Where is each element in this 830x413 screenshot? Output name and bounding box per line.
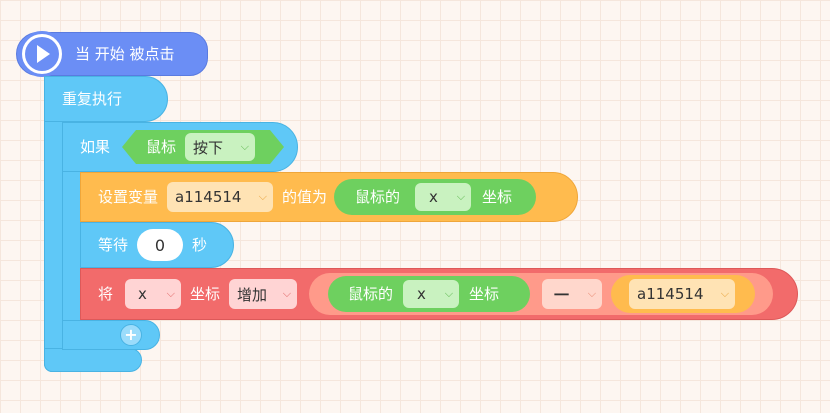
event-hat-label: 当 开始 被点击 <box>75 45 175 63</box>
target-axis-value: x <box>138 285 147 303</box>
chevron-down-icon: ⌵ <box>444 287 454 300</box>
variable-dropdown[interactable]: a114514 ⌵ <box>167 182 274 212</box>
operation-value: 增加 <box>237 285 268 304</box>
target-coordinate-label: 坐标 <box>190 284 221 303</box>
repeat-label: 重复执行 <box>62 90 123 108</box>
variable-reporter-value: a114514 <box>637 285 704 303</box>
mouse-coordinate-reporter-2[interactable]: 鼠标的 x ⌵ 坐标 <box>328 276 531 312</box>
chevron-down-icon: ⌵ <box>720 287 730 300</box>
operation-dropdown[interactable]: 增加 ⌵ <box>229 279 298 309</box>
wait-label: 等待 <box>98 235 129 254</box>
repeat-block-footer <box>44 348 142 372</box>
target-axis-dropdown[interactable]: x ⌵ <box>125 279 182 309</box>
axis-dropdown-value: x <box>429 188 438 206</box>
axis-dropdown[interactable]: x ⌵ <box>415 183 472 211</box>
mouse-pressed-condition[interactable]: 鼠标 按下 ⌵ <box>122 130 284 164</box>
wait-block[interactable]: 等待 0 秒 <box>80 222 234 268</box>
chevron-down-icon: ⌵ <box>456 190 466 203</box>
if-block-footer <box>62 320 160 350</box>
variable-reporter-dropdown[interactable]: a114514 ⌵ <box>629 279 736 309</box>
variable-dropdown-value: a114514 <box>175 188 242 206</box>
repeat-block-header[interactable] <box>44 76 168 122</box>
operator-dropdown[interactable]: 一 ⌵ <box>542 279 603 309</box>
add-block-button[interactable]: + <box>120 324 142 346</box>
seconds-label: 秒 <box>192 235 208 254</box>
set-variable-block[interactable]: 设置变量 a114514 ⌵ 的值为 鼠标的 x ⌵ 坐标 <box>80 172 578 222</box>
axis-dropdown-2[interactable]: x ⌵ <box>403 280 460 308</box>
wait-seconds-input[interactable]: 0 <box>137 229 184 261</box>
chevron-down-icon: ⌵ <box>258 190 268 203</box>
play-button[interactable] <box>19 31 65 77</box>
operator-value: 一 <box>554 285 570 304</box>
coordinate-label-2: 坐标 <box>469 284 500 303</box>
coordinate-label: 坐标 <box>482 187 513 206</box>
mouse-of-label-2: 鼠标的 <box>348 284 394 303</box>
axis-dropdown-value-2: x <box>417 285 426 303</box>
play-icon <box>25 37 59 71</box>
if-label: 如果 <box>80 138 111 156</box>
value-of-label: 的值为 <box>282 187 328 206</box>
variable-reporter[interactable]: a114514 ⌵ <box>611 275 756 313</box>
mouse-of-label: 鼠标的 <box>355 187 401 206</box>
mouse-coordinate-reporter[interactable]: 鼠标的 x ⌵ 坐标 <box>334 179 537 215</box>
chevron-down-icon: ⌵ <box>240 140 250 153</box>
chevron-down-icon: ⌵ <box>282 287 292 300</box>
mouse-state-dropdown[interactable]: 按下 ⌵ <box>185 133 255 161</box>
mouse-label: 鼠标 <box>146 137 177 156</box>
mouse-state-value: 按下 <box>193 138 224 157</box>
chevron-down-icon: ⌵ <box>587 287 597 300</box>
subtraction-operator-block[interactable]: 鼠标的 x ⌵ 坐标 一 ⌵ a114514 ⌵ <box>309 273 774 315</box>
change-label: 将 <box>98 284 114 303</box>
change-coordinate-block[interactable]: 将 x ⌵ 坐标 增加 ⌵ 鼠标的 x ⌵ 坐标 一 ⌵ a114514 ⌵ <box>80 268 798 320</box>
set-variable-label: 设置变量 <box>98 187 159 206</box>
wait-seconds-value: 0 <box>154 235 166 255</box>
chevron-down-icon: ⌵ <box>166 287 176 300</box>
plus-icon: + <box>124 325 138 344</box>
